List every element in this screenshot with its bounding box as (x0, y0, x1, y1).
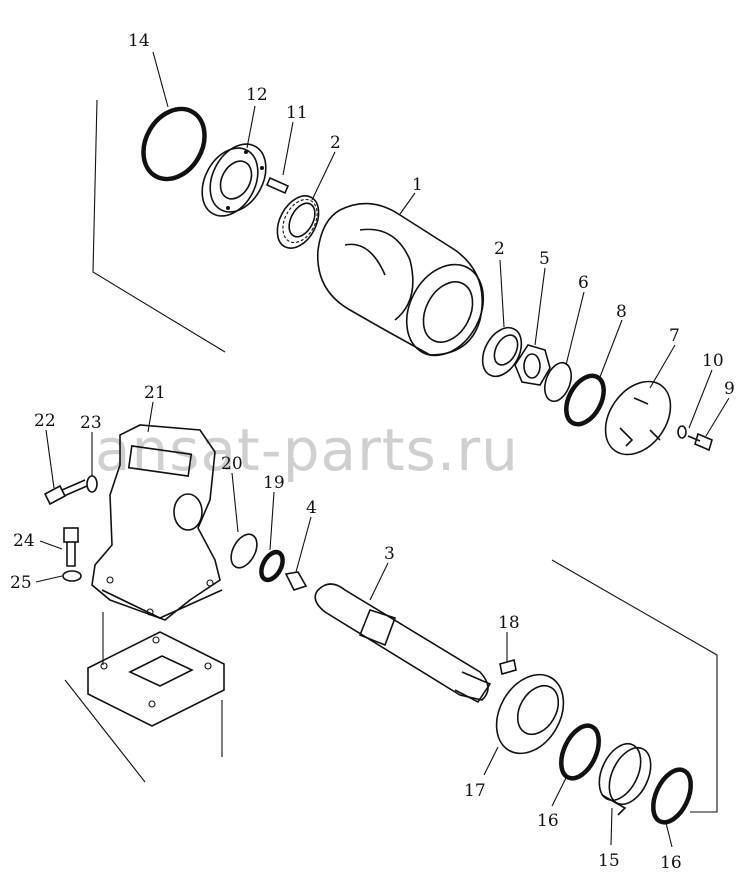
callout-16-b: 16 (660, 853, 682, 873)
base-plate (87, 631, 225, 727)
cap-7 (604, 380, 672, 456)
callout-19: 19 (263, 473, 285, 493)
callout-11: 11 (286, 103, 308, 123)
callout-25: 25 (10, 573, 32, 593)
callout-23: 23 (80, 413, 102, 433)
bearing-2-right (481, 326, 523, 378)
washer-10 (677, 425, 687, 439)
shaft-3 (314, 583, 492, 704)
callout-2-left: 2 (330, 133, 341, 153)
callout-8: 8 (616, 302, 627, 322)
callout-10: 10 (702, 351, 724, 371)
cover-12 (201, 143, 267, 217)
callout-9: 9 (724, 379, 735, 399)
callout-7: 7 (669, 326, 680, 346)
callout-24: 24 (13, 531, 35, 551)
pin-11 (265, 176, 290, 195)
callout-20: 20 (221, 454, 243, 474)
callout-2-right: 2 (494, 239, 505, 259)
o-ring-16-a (559, 723, 601, 781)
leader-lines (35, 51, 730, 848)
guide-lines (64, 99, 718, 813)
callout-6: 6 (578, 273, 589, 293)
callout-12: 12 (246, 85, 268, 105)
track-roller-1 (317, 202, 485, 357)
nut-5 (514, 344, 551, 386)
o-ring-16-b (651, 767, 693, 825)
callout-21: 21 (144, 383, 166, 403)
callout-17: 17 (464, 781, 486, 801)
ring-6 (544, 361, 572, 403)
callout-5: 5 (539, 249, 550, 269)
cover-17 (495, 673, 565, 755)
bolt-9 (687, 432, 713, 452)
bracket-21 (91, 424, 223, 621)
seal-15 (598, 742, 652, 816)
bolt-22 (43, 479, 88, 506)
bearing-2-left (276, 195, 320, 249)
callout-labels: 14 12 11 2 1 2 5 6 8 7 10 9 21 23 22 20 … (10, 31, 735, 873)
callout-14: 14 (128, 31, 150, 51)
o-ring-8 (564, 373, 606, 427)
callout-4: 4 (306, 498, 317, 518)
washer-23 (86, 475, 98, 493)
callout-22: 22 (34, 411, 56, 431)
o-ring-14 (141, 106, 207, 182)
callout-16-a: 16 (537, 811, 559, 831)
callout-1: 1 (412, 175, 423, 195)
washer-25 (62, 570, 82, 582)
callout-15: 15 (598, 851, 620, 871)
callout-18: 18 (498, 613, 520, 633)
o-ring-19 (259, 549, 285, 583)
ring-20 (230, 533, 258, 569)
bolt-24 (63, 527, 79, 567)
pin-18 (499, 658, 517, 676)
callout-3: 3 (384, 544, 395, 564)
plug-4 (284, 571, 308, 591)
